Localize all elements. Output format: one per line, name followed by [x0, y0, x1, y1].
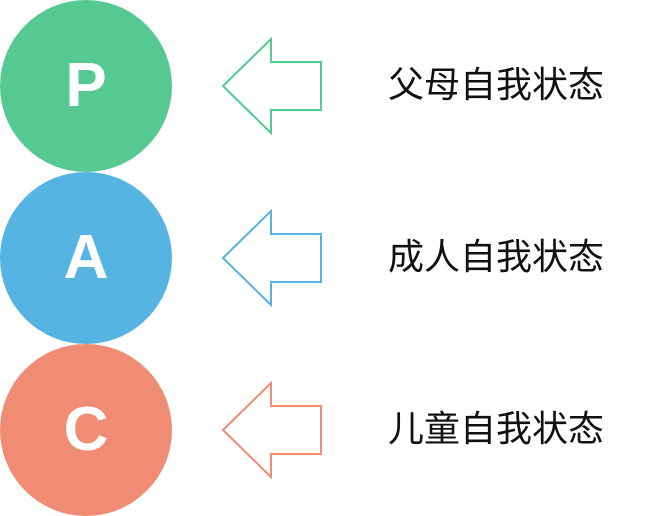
adult-letter: A [63, 223, 109, 292]
adult-circle: A [0, 172, 172, 344]
row-adult: A 成人自我状态 [0, 172, 658, 344]
parent-circle: P [0, 0, 172, 172]
parent-letter: P [65, 51, 107, 120]
parent-label: 父母自我状态 [388, 65, 605, 106]
adult-label: 成人自我状态 [388, 237, 605, 278]
row-parent: P 父母自我状态 [0, 0, 658, 172]
row-child: C 儿童自我状态 [0, 344, 658, 516]
child-label: 儿童自我状态 [388, 409, 605, 450]
left-arrow-icon [221, 380, 322, 480]
left-arrow-icon [221, 36, 322, 136]
left-arrow-icon [221, 208, 322, 308]
child-circle: C [0, 344, 172, 516]
child-letter: C [63, 395, 109, 464]
